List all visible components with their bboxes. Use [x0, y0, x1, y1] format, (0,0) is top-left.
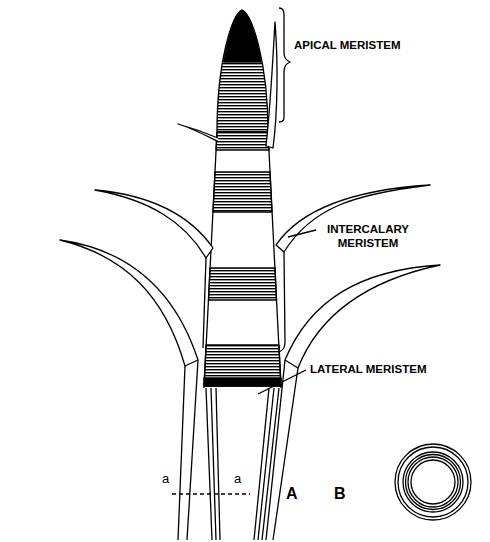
- meristem-band: [213, 172, 272, 212]
- vascular-line: [258, 388, 274, 540]
- section-line: [172, 493, 250, 494]
- meristem-band: [216, 132, 269, 150]
- young-leaf: [266, 22, 277, 148]
- leader-line: [288, 230, 316, 237]
- leaf-sheath: [178, 366, 185, 540]
- cross-section-ring: [406, 455, 461, 510]
- figure-letter: A: [286, 485, 298, 503]
- section-mark: a: [234, 472, 241, 486]
- cross-section-ring: [398, 447, 468, 517]
- section-mark: a: [162, 472, 169, 486]
- part-label: APICAL MERISTEM: [294, 38, 401, 52]
- part-label: LATERAL MERISTEM: [310, 362, 427, 376]
- leaf-sheath: [187, 360, 198, 540]
- leader-line: [258, 370, 306, 394]
- cross-section-ring: [408, 457, 458, 507]
- meristem-band: [209, 268, 277, 300]
- node-band: [204, 378, 281, 386]
- leaf-blade: [285, 265, 440, 368]
- apical-dome: [217, 10, 268, 132]
- leaf-sheath: [266, 360, 285, 540]
- leaf-sheath: [279, 252, 285, 352]
- cross-section-ring: [411, 460, 455, 504]
- cross-section: [395, 444, 471, 520]
- apex-cap: [224, 10, 261, 62]
- leaf-blade: [276, 185, 430, 252]
- vascular-line: [211, 388, 216, 540]
- meristem-band: [204, 345, 281, 386]
- part-label: INTERCALARY MERISTEM: [318, 222, 418, 250]
- vascular-line: [254, 388, 269, 540]
- leaf-blade: [95, 190, 213, 258]
- leaf-sheath: [203, 258, 206, 348]
- figure-letter: B: [334, 485, 346, 503]
- vascular-line: [216, 388, 220, 540]
- vascular-line: [262, 388, 279, 540]
- leaf-blade: [60, 240, 198, 366]
- leaf-sheath: [273, 368, 298, 540]
- cross-section-ring: [403, 452, 463, 512]
- bracket: [279, 8, 290, 122]
- leaf-primordium: [178, 124, 219, 142]
